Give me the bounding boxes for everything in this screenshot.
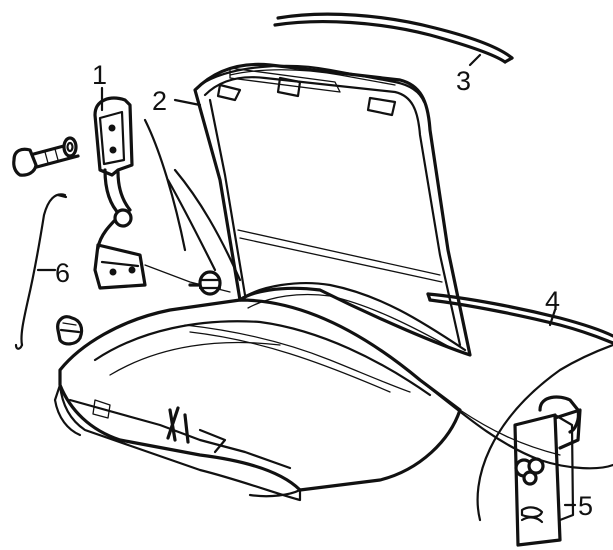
hood-latch [513,395,582,547]
callout-leaders [36,53,577,507]
callout-label-1: 1 [92,60,107,90]
callout-label-3: 3 [456,66,471,96]
rubber-stop [56,315,84,346]
hood-panel [193,62,472,357]
fender-seal-strip [426,292,613,345]
car-front-body [53,298,613,522]
hood-stay-rod [14,193,68,350]
hinge-lower-bolt [188,270,222,296]
callout-label-6: 6 [55,258,70,288]
callout-label-4: 4 [545,286,560,316]
hinge-bolt [12,136,80,177]
hood-hinge [93,96,231,293]
hood-side-fairing [143,118,242,282]
hood-seal-strip [273,12,514,64]
callout-label-2: 2 [152,86,167,116]
callout-label-5: 5 [578,491,593,521]
